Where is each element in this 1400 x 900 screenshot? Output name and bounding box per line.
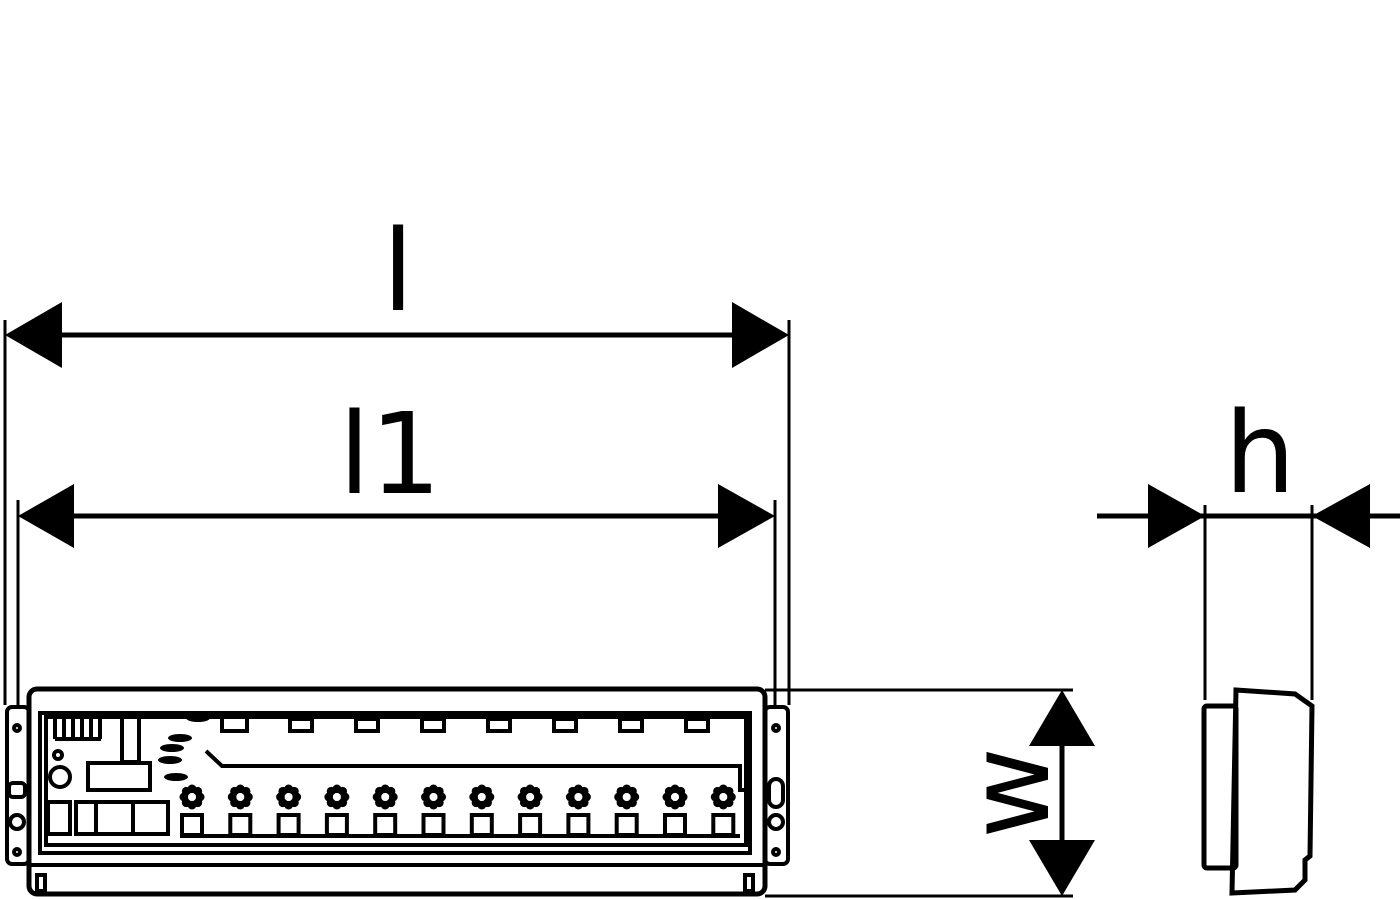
pcb-frame	[38, 711, 752, 855]
terminal-petal	[193, 786, 203, 796]
terminal-row	[179, 717, 740, 838]
dimension-h: h	[1097, 389, 1400, 700]
terminal-hole	[526, 793, 535, 801]
components	[158, 714, 210, 781]
terminal-petal	[386, 786, 396, 796]
relay-component	[420, 717, 446, 733]
arrowhead-left-icon	[18, 484, 74, 548]
terminal-hole	[622, 793, 631, 801]
terminal	[614, 784, 640, 837]
terminal	[565, 784, 591, 837]
terminal-hole	[381, 793, 390, 801]
terminal-clamp	[324, 813, 349, 837]
terminal	[710, 784, 736, 837]
terminal-clamp	[276, 813, 301, 837]
arrowhead-left-icon	[5, 302, 62, 368]
relay-component	[684, 717, 710, 733]
terminal-petal	[579, 786, 589, 796]
terminal	[179, 717, 314, 837]
terminal-petal	[676, 786, 686, 796]
terminal-clamp	[421, 813, 446, 837]
label-l: l	[382, 207, 413, 337]
relay-component	[288, 717, 314, 733]
arrowhead-right-icon	[718, 484, 775, 548]
terminal-petal	[434, 786, 444, 796]
arrowhead-right-icon	[732, 302, 789, 368]
screw-hole	[8, 813, 26, 831]
terminal-hole	[671, 793, 679, 801]
label-w: w	[945, 747, 1075, 839]
screw-hole	[771, 847, 781, 857]
terminal-hole	[477, 793, 486, 801]
arrowhead-down-icon	[1029, 840, 1095, 896]
relay-component	[354, 717, 380, 733]
side-cover	[1229, 687, 1315, 896]
arrowhead-up-icon	[1029, 690, 1095, 746]
screw-hole	[771, 723, 781, 733]
slot	[7, 781, 27, 799]
device-front-view	[5, 686, 790, 897]
terminal-petal	[338, 786, 348, 796]
slot	[767, 777, 785, 809]
dimension-w: w	[765, 688, 1095, 898]
clip	[35, 873, 47, 893]
terminal-clamp	[711, 813, 736, 837]
pcb-board	[44, 715, 748, 847]
terminal-hole	[332, 793, 341, 801]
terminal	[517, 784, 543, 837]
relay-component	[552, 717, 578, 733]
terminal	[276, 717, 446, 837]
housing-outline	[26, 686, 768, 897]
terminal-hole	[574, 793, 583, 801]
control-electronics	[46, 715, 746, 836]
terminal-clamp	[228, 813, 253, 837]
screw-hole	[767, 813, 785, 831]
arrowhead-left-icon	[1312, 484, 1370, 548]
screw-hole	[12, 847, 22, 857]
dimension-l: l	[3, 207, 791, 705]
terminal-petal	[482, 786, 492, 796]
device-side-view	[1201, 687, 1315, 896]
terminal-hole	[719, 793, 728, 801]
terminal-petal	[289, 786, 299, 796]
terminal-clamp	[518, 813, 543, 837]
clip	[743, 873, 755, 893]
terminal-clamp	[469, 813, 494, 837]
relay-component	[486, 717, 512, 733]
relay-component	[618, 717, 644, 733]
terminal	[227, 717, 380, 837]
terminal-hole	[284, 793, 293, 801]
terminal-hole	[429, 793, 438, 801]
dimension-l1: l1	[16, 390, 777, 705]
label-h: h	[1225, 389, 1296, 519]
terminal	[469, 717, 710, 837]
terminal-hole	[188, 793, 196, 801]
terminal-hole	[236, 793, 245, 801]
arrowhead-right-icon	[1148, 484, 1205, 548]
terminal-clamp	[180, 813, 204, 837]
terminal-petal	[531, 786, 541, 796]
screw-hole	[12, 723, 22, 733]
terminal-petal	[724, 786, 734, 796]
terminal-clamp	[614, 813, 639, 837]
terminal-clamp	[663, 813, 687, 837]
terminal-clamp	[566, 813, 591, 837]
terminal-petal	[627, 786, 637, 796]
terminal	[662, 784, 688, 837]
label-l1: l1	[339, 390, 441, 520]
terminal-clamp	[373, 813, 398, 837]
terminal-petal	[241, 786, 251, 796]
